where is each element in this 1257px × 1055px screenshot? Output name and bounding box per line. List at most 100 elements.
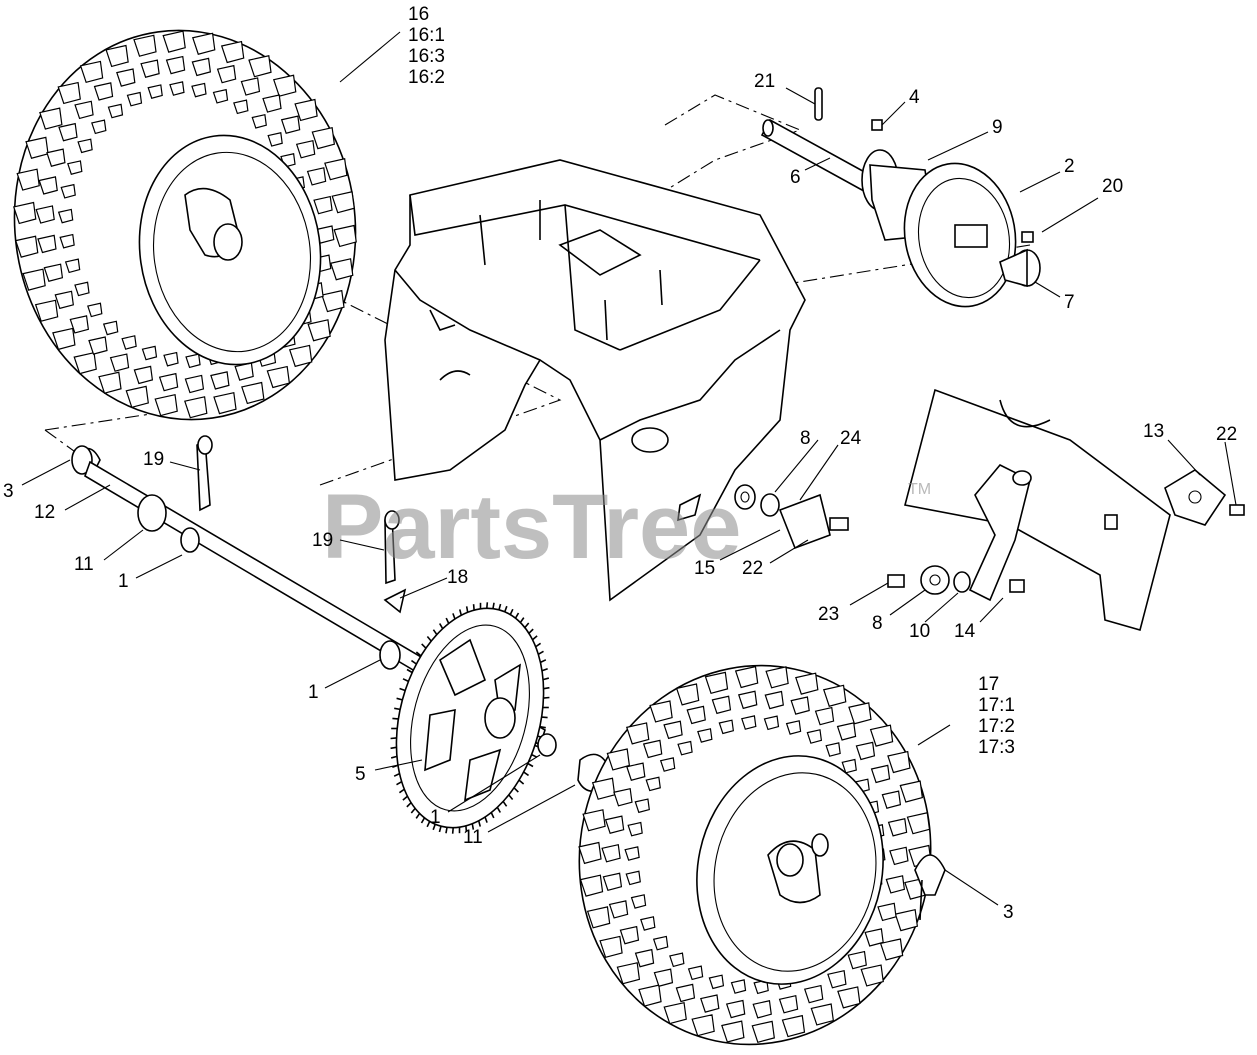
- tread-lug: [333, 224, 357, 248]
- gear-tooth: [445, 827, 448, 834]
- tread-lug: [586, 906, 611, 929]
- callout-8-lower: 8: [872, 613, 883, 634]
- callout-22-middle: 22: [742, 558, 763, 579]
- tread-lug: [663, 720, 683, 740]
- gear-tooth: [445, 617, 450, 624]
- gear-tooth: [543, 696, 550, 699]
- callout-17-2: 17:2: [978, 716, 1015, 737]
- tread-lug: [675, 683, 700, 706]
- tread-lug: [578, 841, 602, 865]
- tread-lug: [140, 59, 160, 78]
- tread-lug: [165, 55, 186, 75]
- callout-9: 9: [992, 117, 1003, 138]
- gear-tooth: [509, 608, 514, 615]
- tread-lug: [125, 385, 149, 409]
- tread-lug: [889, 846, 909, 866]
- tread-lug: [54, 290, 74, 310]
- tread-lug: [582, 809, 606, 832]
- tread-lug: [116, 68, 136, 87]
- tread-lug: [311, 126, 336, 150]
- tread-lug: [675, 983, 696, 1003]
- tread-lug: [887, 818, 908, 837]
- tread-lug: [855, 741, 876, 761]
- callout-2: 2: [1064, 156, 1075, 177]
- tread-lug: [213, 391, 237, 415]
- tread-lug: [64, 258, 81, 274]
- tread-lug: [329, 258, 354, 281]
- tread-lug: [46, 148, 66, 167]
- gear-tooth: [390, 746, 397, 750]
- tread-lug: [73, 351, 97, 375]
- tread-lug: [645, 776, 661, 792]
- small-hardware: [734, 484, 1025, 595]
- tread-lug: [837, 986, 861, 1009]
- gear-tooth: [390, 737, 397, 740]
- gear-tooth: [537, 650, 544, 656]
- gear-tooth: [471, 823, 475, 830]
- tread-lug: [16, 168, 40, 191]
- tread-lug: [67, 160, 83, 175]
- tread-lug: [625, 870, 641, 886]
- tread-lug: [12, 201, 37, 225]
- tread-lug: [39, 107, 63, 130]
- callout-16-3: 16:3: [408, 46, 445, 67]
- gear-tooth: [504, 605, 508, 613]
- tread-lug: [608, 900, 629, 919]
- tread-lug: [803, 984, 824, 1004]
- gear-tooth: [514, 612, 520, 619]
- watermark-trademark: TM: [908, 481, 931, 498]
- gear-tooth: [528, 628, 534, 634]
- tread-lug: [625, 722, 650, 745]
- tread-lug: [718, 719, 735, 735]
- tread-lug: [37, 234, 57, 254]
- tread-lug: [191, 32, 216, 55]
- tread-lug: [288, 344, 313, 368]
- tread-lug: [266, 365, 291, 389]
- callout-11-left: 11: [74, 554, 94, 575]
- tread-lug: [814, 706, 835, 726]
- tread-lug: [730, 979, 747, 994]
- tread-lug: [677, 740, 693, 756]
- drive-shaft-assembly: [760, 87, 1041, 308]
- tread-lug: [34, 299, 59, 322]
- tread-lug: [626, 762, 646, 781]
- tread-lug: [708, 974, 725, 990]
- callout-1-lower: 1: [430, 807, 441, 828]
- callout-19-lower: 19: [312, 530, 333, 551]
- right-tire-tread: [578, 665, 932, 1044]
- tread-lug: [295, 139, 316, 159]
- tread-lug: [686, 705, 706, 725]
- tread-lug: [133, 365, 154, 385]
- tread-lug: [836, 722, 857, 741]
- tread-lug: [216, 64, 237, 84]
- tread-lug: [653, 968, 674, 987]
- tread-lug: [43, 263, 64, 282]
- tread-lug: [860, 964, 884, 987]
- tread-lug: [627, 821, 643, 837]
- gear-tooth: [452, 613, 456, 620]
- tread-lug: [697, 728, 713, 743]
- callout-7: 7: [1064, 292, 1075, 313]
- callout-12: 12: [34, 502, 55, 523]
- callout-10: 10: [909, 621, 930, 642]
- tread-lug: [280, 115, 301, 134]
- gear-tooth: [426, 635, 432, 642]
- tread-lug: [634, 948, 655, 968]
- tread-lug: [601, 843, 621, 863]
- tread-lug: [52, 327, 76, 351]
- tread-lug: [827, 969, 847, 989]
- gear-tooth: [540, 659, 547, 664]
- tread-lug: [158, 372, 179, 392]
- tread-lug: [307, 319, 331, 342]
- tread-lug: [74, 100, 94, 120]
- tread-lug: [98, 371, 122, 394]
- tread-lug: [795, 672, 819, 695]
- tread-lug: [870, 764, 891, 784]
- tread-lug: [721, 1020, 745, 1043]
- gear-tooth: [411, 659, 417, 665]
- gear-tooth: [465, 825, 468, 832]
- tread-lug: [184, 396, 208, 419]
- tread-lug: [602, 872, 623, 892]
- gear-tooth: [508, 794, 514, 801]
